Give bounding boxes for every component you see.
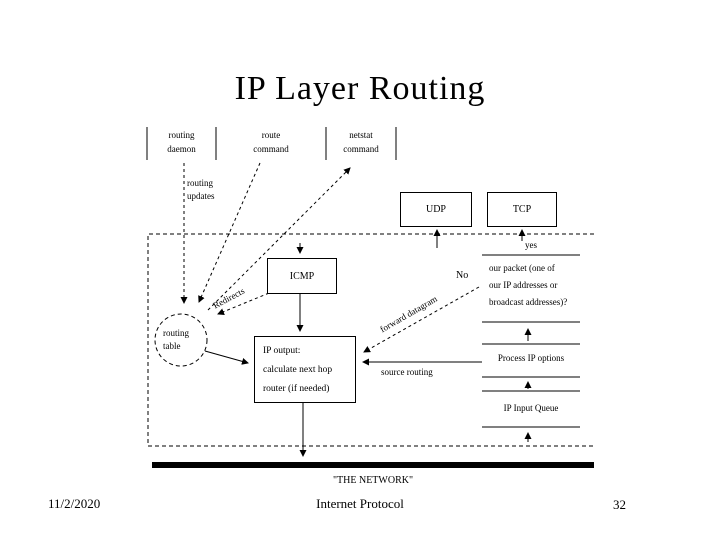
ip-input-queue-label: IP Input Queue <box>503 403 559 413</box>
footer-title: Internet Protocol <box>316 496 404 511</box>
tcp-label: TCP <box>512 204 532 215</box>
icmp-label: ICMP <box>289 270 315 282</box>
route-command-to-table-arrow <box>198 162 261 303</box>
our-packet-question: our packet (one of our IP addresses or b… <box>489 263 568 307</box>
source-routing-label: source routing <box>381 367 433 377</box>
netstat-command-label: netstat command <box>343 130 379 154</box>
routing-table-label: routing table <box>163 328 189 351</box>
network-label: "THE NETWORK" <box>332 475 414 486</box>
icmp-box: ICMP <box>267 258 337 294</box>
routing-table-circle <box>154 313 208 367</box>
yes-label: yes <box>525 240 537 250</box>
footer-date: 11/2/2020 <box>48 496 101 511</box>
routing-daemon-label: routing daemon <box>167 130 196 154</box>
routing-updates-label: routing updates <box>187 178 215 201</box>
ip-output-box: IP output: calculate next hop router (if… <box>254 336 356 403</box>
udp-box: UDP <box>400 192 472 227</box>
route-command-label: route command <box>253 130 289 154</box>
network-bar <box>152 462 594 468</box>
udp-label: UDP <box>425 204 446 215</box>
tcp-box: TCP <box>487 192 557 227</box>
table-to-output-arrow <box>204 350 249 365</box>
forward-datagram-arrow <box>363 286 480 353</box>
page-title: IP Layer Routing <box>234 70 486 107</box>
footer-page-number: 32 <box>613 497 626 512</box>
no-label: No <box>456 270 469 281</box>
process-ip-options-label: Process IP options <box>497 353 565 363</box>
